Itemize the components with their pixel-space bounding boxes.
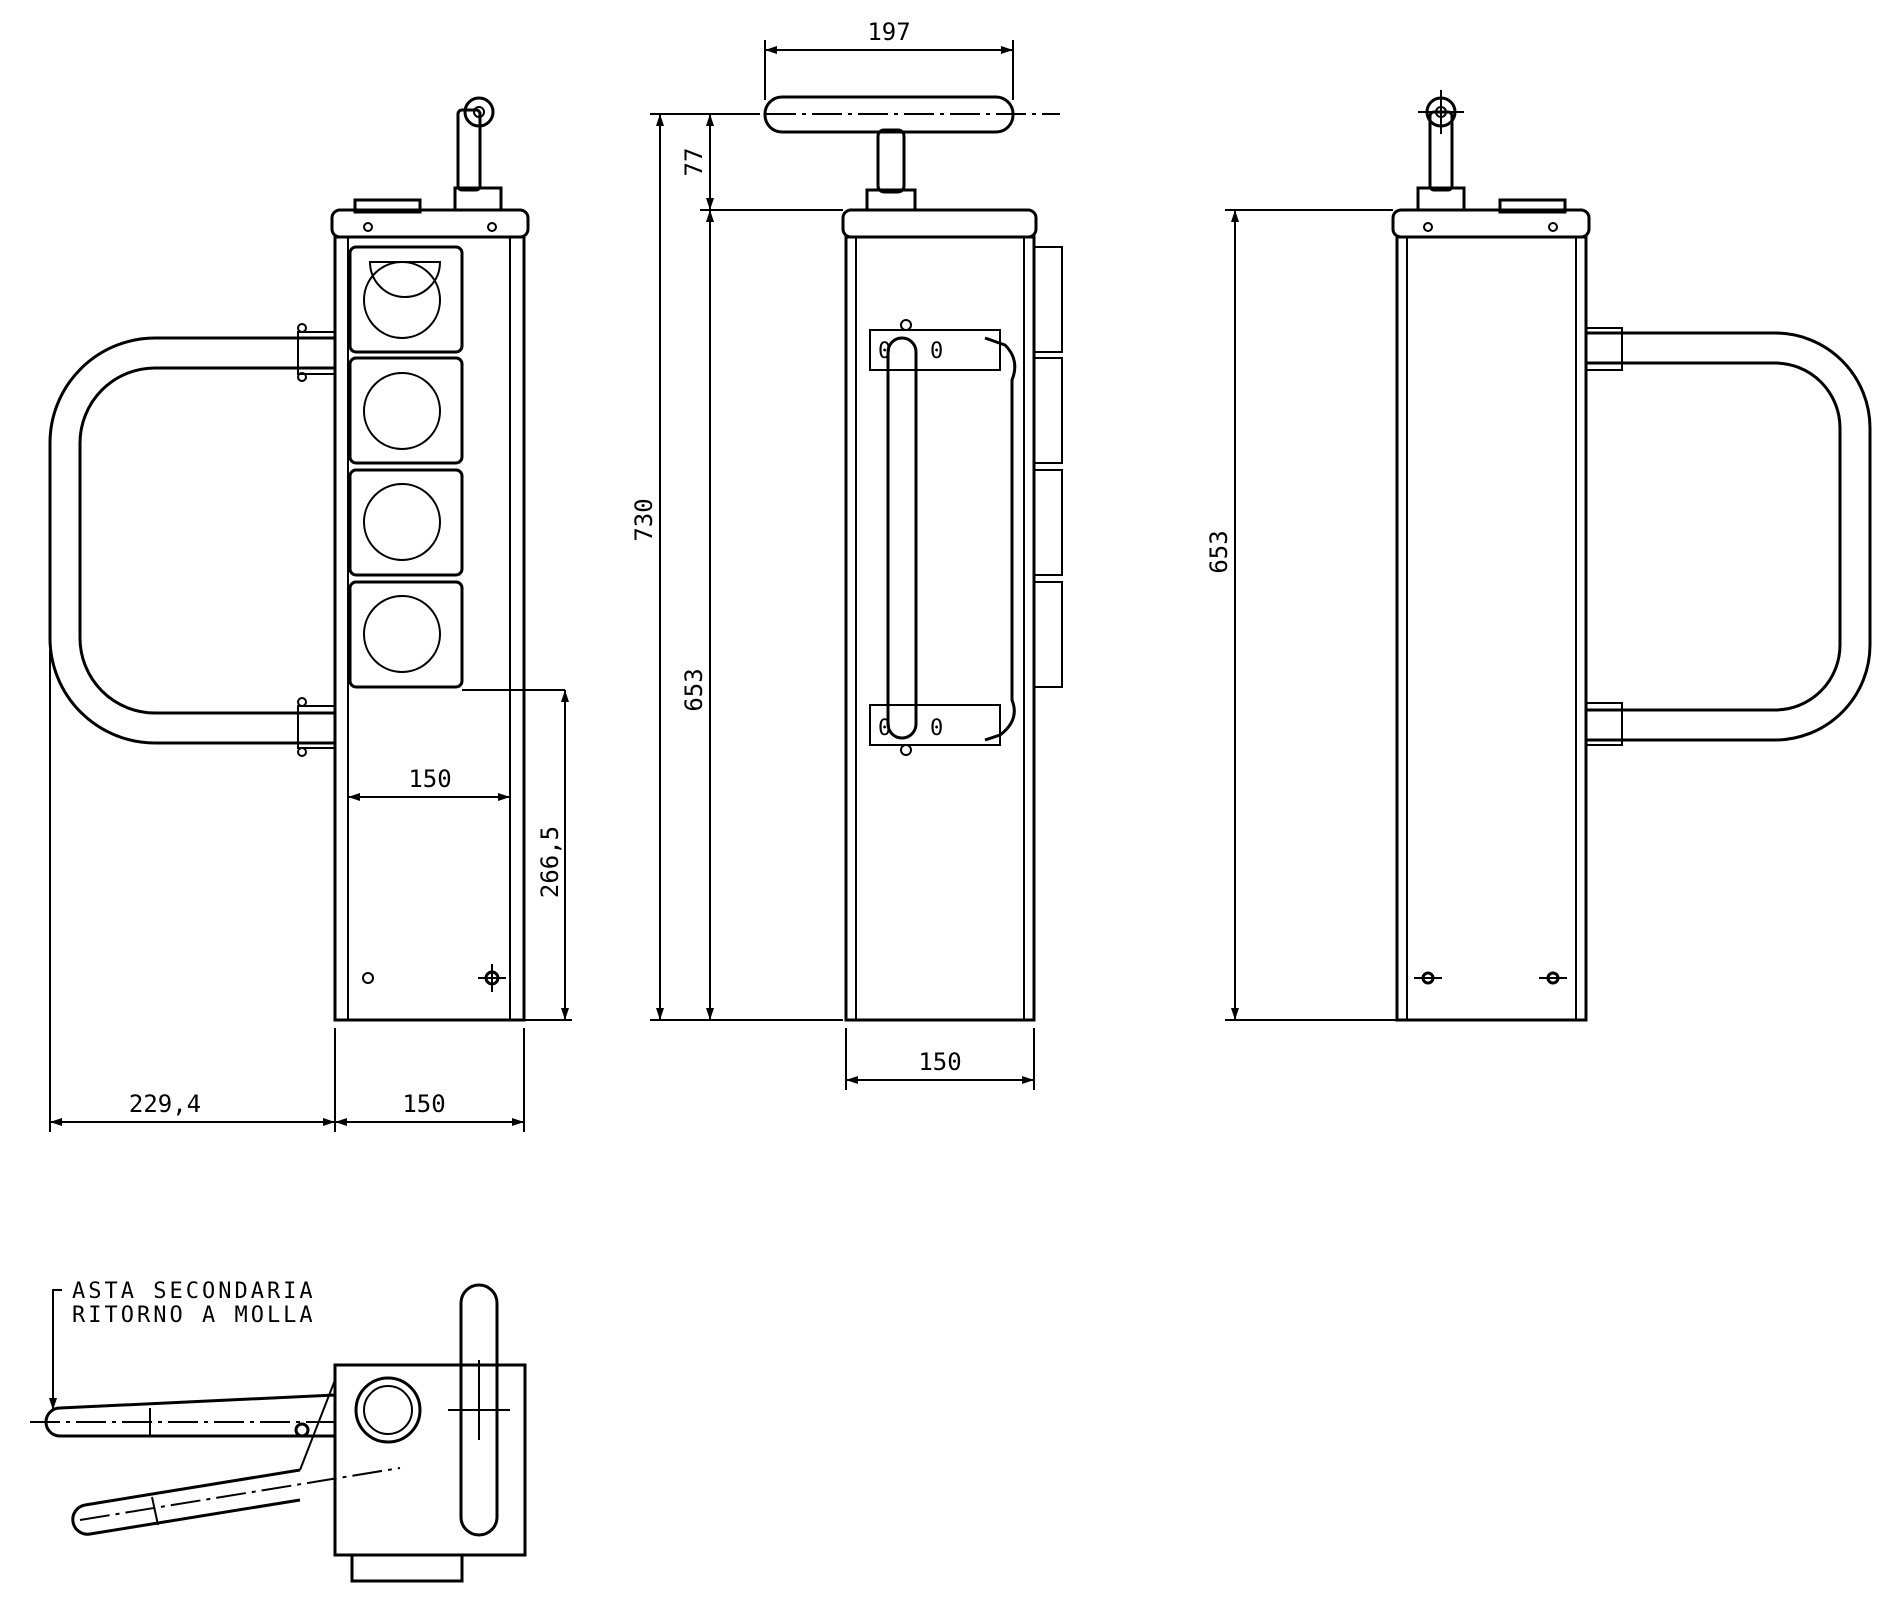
dimension-handle-reach: 229,4 [129, 1090, 201, 1118]
dimension-front-inner-width: 150 [408, 765, 451, 793]
socket-2 [348, 356, 464, 465]
note-line-2: RITORNO A MOLLA [72, 1303, 316, 1328]
dimension-front-width: 150 [402, 1090, 445, 1118]
side-view: 0 0 0 0 197 730 77 653 150 [630, 18, 1063, 1090]
svg-text:0: 0 [878, 339, 894, 364]
svg-text:0: 0 [878, 716, 894, 741]
socket-3 [348, 468, 464, 577]
dimension-body-height-front: 653 [680, 668, 708, 711]
top-view: ASTA SECONDARIA RITORNO A MOLLA [30, 1279, 527, 1583]
dimension-handle-height: 77 [680, 148, 708, 177]
svg-text:0: 0 [930, 716, 946, 741]
socket-1 [348, 245, 464, 354]
dimension-top-width: 197 [867, 18, 910, 46]
front-view: 150 266,5 229,4 150 [48, 96, 572, 1132]
dimension-side-width: 150 [918, 1048, 961, 1076]
dimension-body-height-side: 653 [1205, 530, 1233, 573]
dimension-total-height: 730 [630, 498, 658, 541]
socket-4 [348, 580, 464, 689]
note-line-1: ASTA SECONDARIA [72, 1279, 316, 1304]
svg-text:0: 0 [930, 339, 946, 364]
dimension-lower-height: 266,5 [536, 826, 564, 898]
rear-view: 653 [1205, 90, 1872, 1022]
